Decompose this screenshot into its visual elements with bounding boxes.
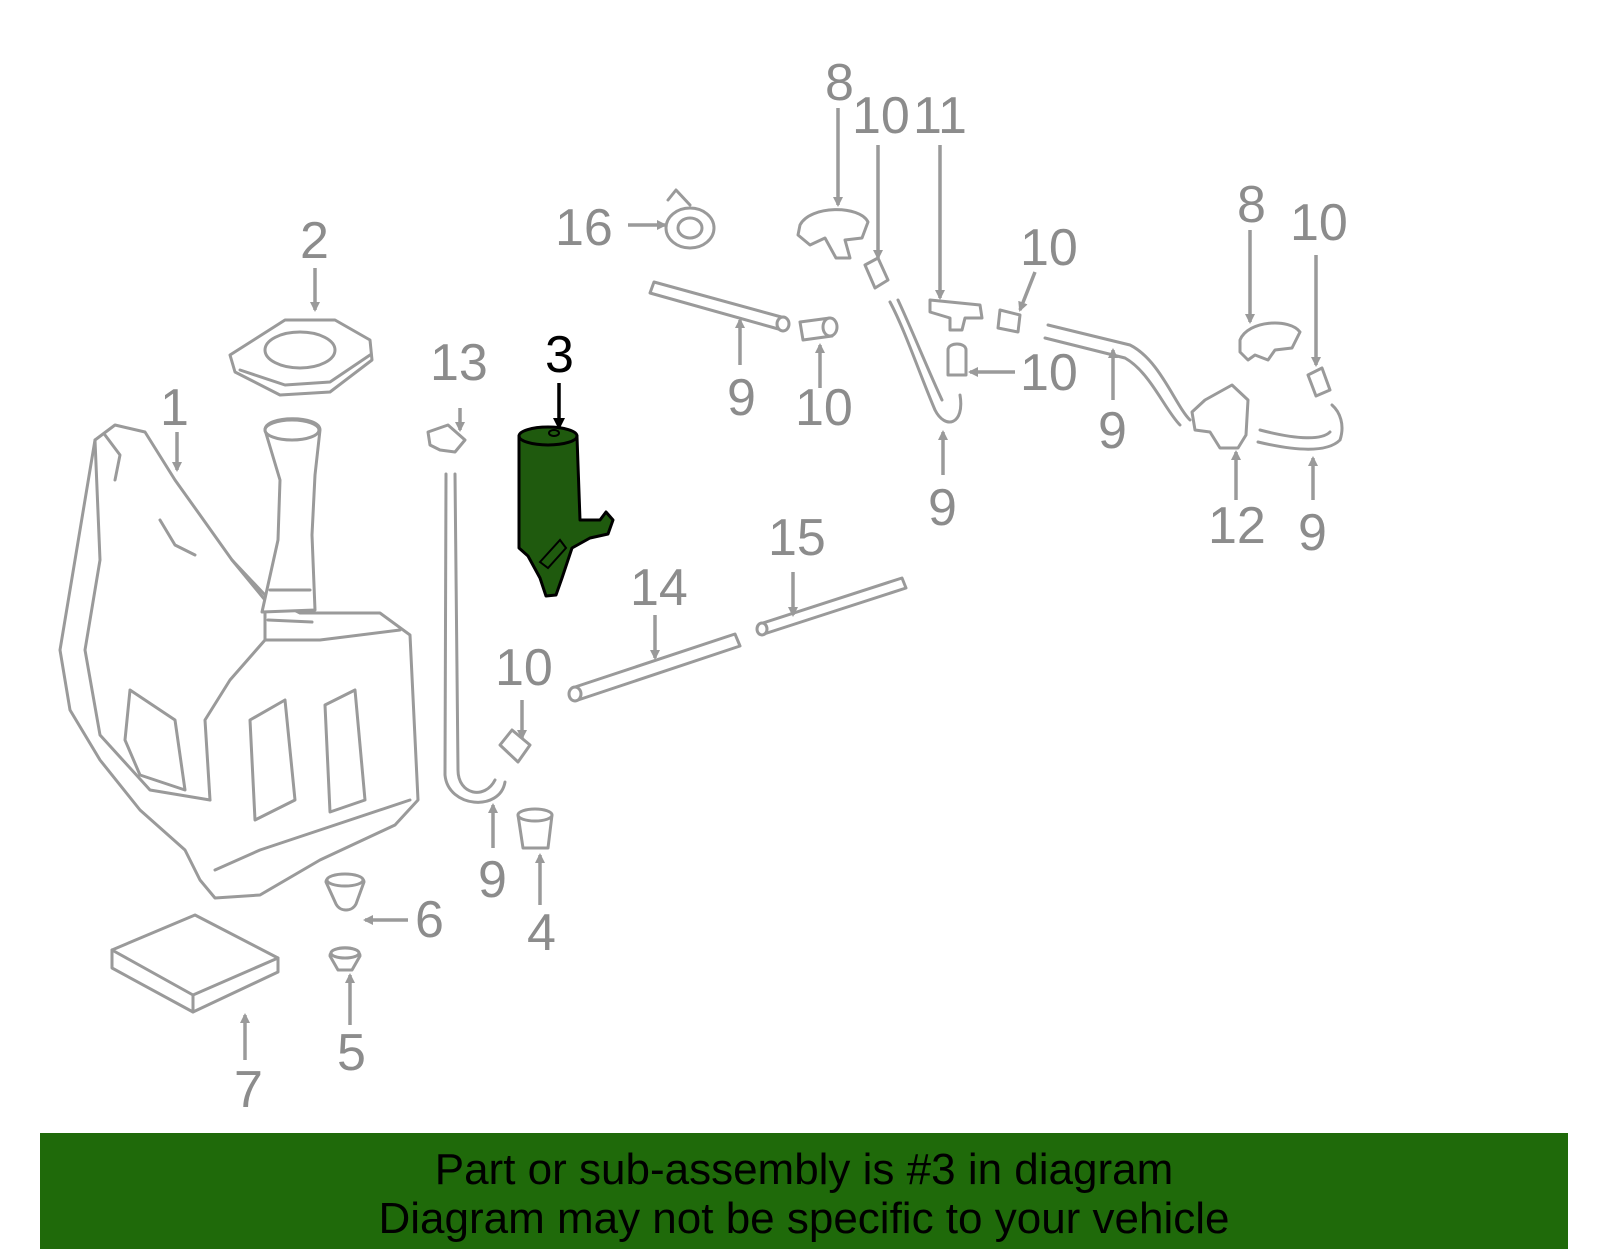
foam-pad <box>110 913 280 1014</box>
connector-10-top <box>798 316 839 342</box>
hose-14 <box>567 632 742 703</box>
grommet-4 <box>516 807 554 850</box>
callout-8-right: 8 <box>1237 176 1266 234</box>
connector-10-mid <box>946 342 968 377</box>
hose-left <box>443 472 507 804</box>
callout-10-right: 10 <box>1020 219 1078 277</box>
callout-3: 3 <box>545 326 574 384</box>
callout-5: 5 <box>337 1024 366 1082</box>
callout-12: 12 <box>1208 497 1266 555</box>
check-valve <box>1190 383 1250 450</box>
connector-10-left <box>498 728 532 764</box>
callout-9-left: 9 <box>478 851 507 909</box>
callout-9-right-small: 9 <box>1298 504 1327 562</box>
callout-14: 14 <box>630 559 688 617</box>
hose-clip <box>426 423 467 454</box>
info-banner: Part or sub-assembly is #3 in diagram Di… <box>40 1133 1568 1249</box>
washer-nozzle-left <box>796 208 870 260</box>
callout-10-top: 10 <box>795 379 853 437</box>
callout-9-bend: 9 <box>928 479 957 537</box>
hose-right-small <box>1256 403 1344 451</box>
callout-8-left: 8 <box>825 54 854 112</box>
filler-neck <box>260 417 322 624</box>
hose-right-long <box>1043 323 1192 427</box>
callout-10-left: 10 <box>495 639 553 697</box>
callout-13: 13 <box>430 334 488 392</box>
connector-10-right <box>996 308 1022 334</box>
callout-10-mid: 10 <box>1020 344 1078 402</box>
callout-10-nozzle-left: 10 <box>852 87 910 145</box>
grommet-5 <box>328 946 362 972</box>
callout-7: 7 <box>234 1061 263 1119</box>
callout-1: 1 <box>160 379 189 437</box>
grommet-6 <box>324 872 366 912</box>
banner-line-1: Part or sub-assembly is #3 in diagram <box>434 1145 1174 1194</box>
washer-nozzle-right <box>1238 321 1302 362</box>
washer-reservoir <box>58 423 420 900</box>
t-connector <box>928 298 984 332</box>
filler-cap <box>228 318 374 397</box>
callout-16: 16 <box>555 199 613 257</box>
callout-6: 6 <box>415 891 444 949</box>
callout-15: 15 <box>768 509 826 567</box>
grommet-16 <box>664 188 716 250</box>
connector-10-nozzle-left <box>863 256 890 290</box>
banner-line-2: Diagram may not be specific to your vehi… <box>378 1194 1230 1243</box>
callout-11: 11 <box>913 87 967 145</box>
hose-15 <box>755 576 908 637</box>
callout-9-top: 9 <box>727 369 756 427</box>
washer-pump-highlighted <box>517 425 615 598</box>
connector-10-nozzle-right <box>1306 366 1332 398</box>
callout-9-right-long: 9 <box>1098 402 1127 460</box>
hose-top <box>648 280 791 333</box>
callout-4: 4 <box>527 904 556 962</box>
callout-10-nozzle-right: 10 <box>1290 194 1348 252</box>
hose-bend <box>888 298 963 424</box>
callout-2: 2 <box>300 212 329 270</box>
